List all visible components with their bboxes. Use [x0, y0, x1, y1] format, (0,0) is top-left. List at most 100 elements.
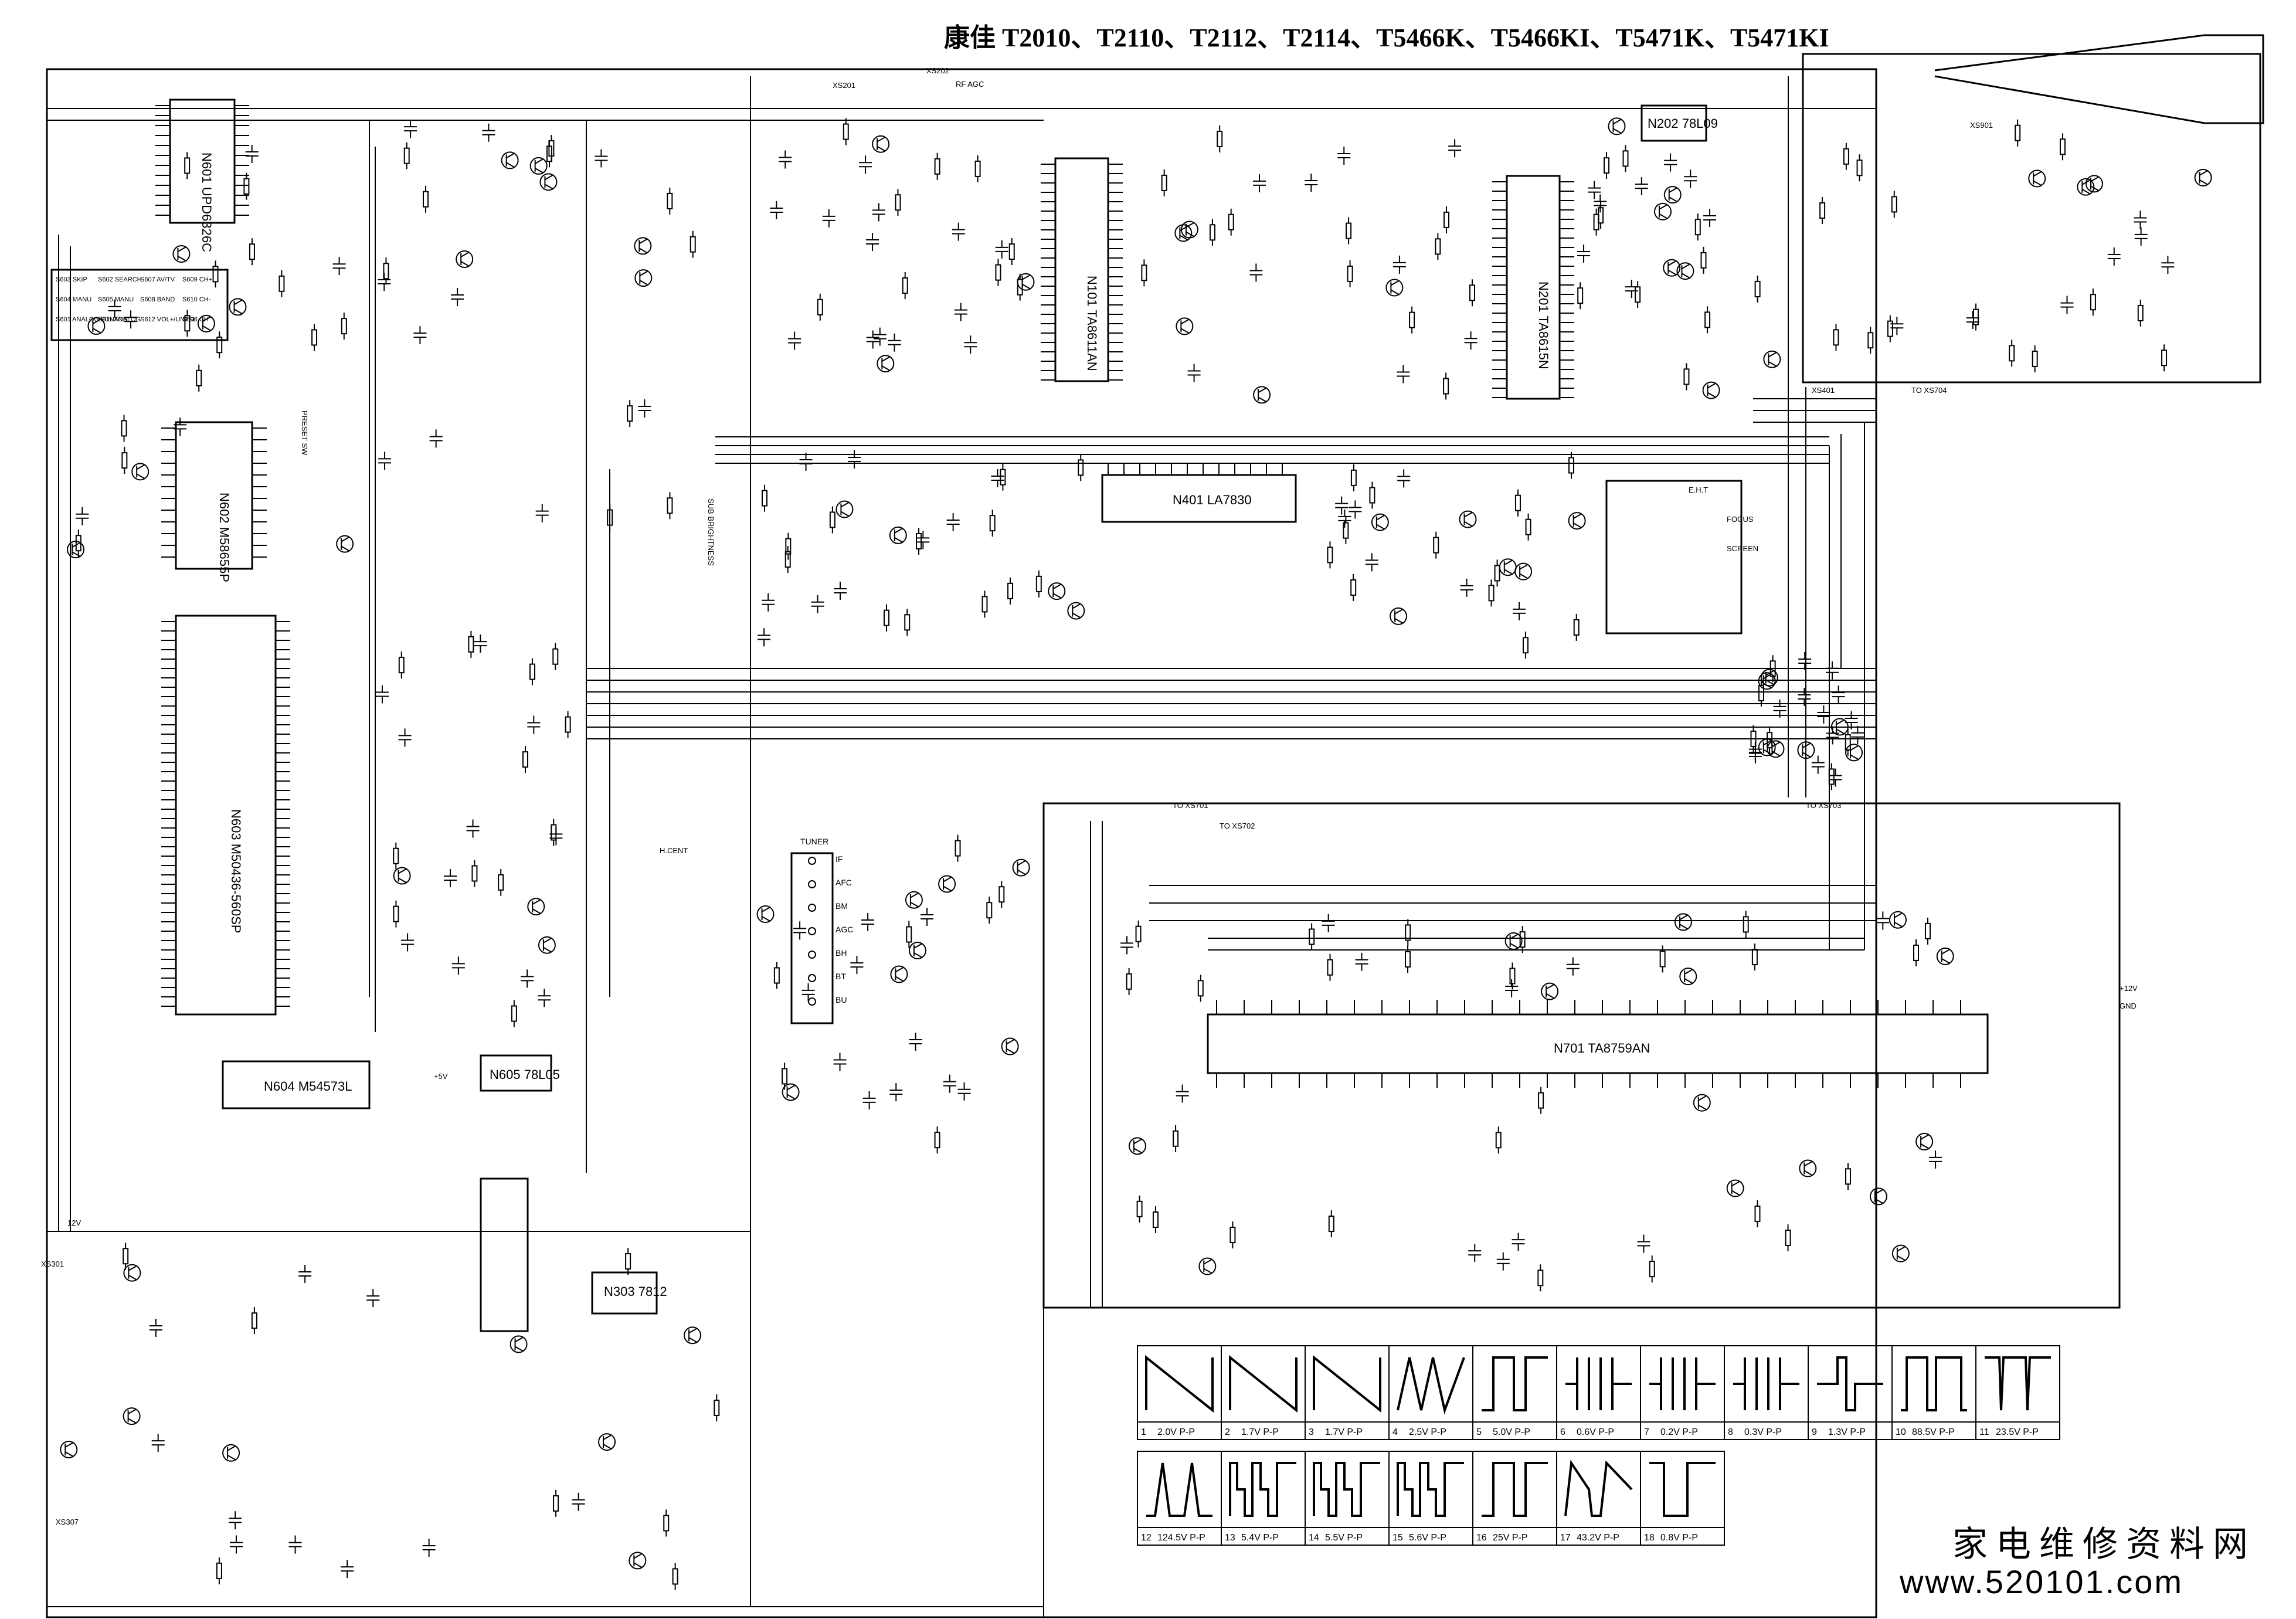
- waveform-trace-3: [1313, 1355, 1381, 1413]
- keypad-switch-1-0: S602 SEARCH: [98, 276, 142, 283]
- ic-n101: [1054, 157, 1109, 382]
- waveform-number-2: 2: [1225, 1427, 1230, 1437]
- waveform-label-3: 1.7V P-P: [1325, 1427, 1363, 1437]
- ic-label-n101: N101 TA8611AN: [1085, 276, 1099, 371]
- connector-xs202: XS202: [926, 66, 949, 75]
- waveform-number-16: 16: [1476, 1533, 1487, 1543]
- connector-xs701: TO XS701: [1173, 801, 1208, 810]
- keypad-switch-0-2: S601 ANALOG FUNTON: [56, 316, 128, 323]
- ic-label-n201: N201 TA8615N: [1536, 281, 1551, 369]
- waveform-trace-2: [1229, 1355, 1298, 1413]
- tuner-pin-bu: BU: [835, 995, 847, 1004]
- ic-n701: [1207, 1013, 1989, 1074]
- connector-xs703: TO XS703: [1806, 801, 1841, 810]
- waveform-number-5: 5: [1476, 1427, 1482, 1437]
- waveform-number-8: 8: [1728, 1427, 1733, 1437]
- waveform-number-17: 17: [1560, 1533, 1571, 1543]
- waveform-label-7: 0.2V P-P: [1660, 1427, 1698, 1437]
- waveform-label-16: 25V P-P: [1493, 1533, 1528, 1543]
- waveform-trace-10: [1901, 1356, 1967, 1411]
- keypad-switch-3-1: S610 CH-: [182, 296, 211, 303]
- waveform-trace-8: [1733, 1357, 1799, 1410]
- waveform-label-15: 5.6V P-P: [1409, 1533, 1446, 1543]
- smps-transformer: [480, 1177, 529, 1332]
- waveform-trace-9: [1817, 1356, 1883, 1411]
- signal-bus: [47, 76, 1876, 1617]
- waveform-number-12: 12: [1141, 1533, 1152, 1543]
- crt-board-frame: [1802, 53, 2261, 383]
- connector-xs401: XS401: [1812, 386, 1835, 395]
- waveform-trace-16: [1482, 1462, 1548, 1517]
- waveform-trace-17: [1564, 1460, 1633, 1517]
- ic-label-n601: N601 UPD6326C: [199, 152, 214, 252]
- site-name: 家电维修资料网: [1952, 1524, 2256, 1565]
- waveform-8: 8 0.3V P-P: [1724, 1345, 1809, 1440]
- waveform-17: 17 43.2V P-P: [1556, 1451, 1641, 1546]
- connector-xs201: XS201: [833, 81, 855, 90]
- tuner-pin-afc: AFC: [835, 878, 852, 887]
- ic-n602: [175, 421, 253, 570]
- waveform-trace-14: [1313, 1462, 1380, 1517]
- waveform-label-2: 1.7V P-P: [1241, 1427, 1279, 1437]
- ic-n202: [1641, 104, 1707, 142]
- waveform-7: 7 0.2V P-P: [1640, 1345, 1725, 1440]
- connector-xs307: XS307: [56, 1518, 79, 1526]
- label-preset-sw: PRESET SW: [300, 410, 309, 456]
- crt-neck: [1934, 34, 2264, 124]
- waveform-label-4: 2.5V P-P: [1409, 1427, 1446, 1437]
- waveform-number-1: 1: [1141, 1427, 1146, 1437]
- connector-xs901: XS901: [1970, 121, 1993, 130]
- ic-n603: [175, 615, 277, 1016]
- waveform-5: 5 5.0V P-P: [1472, 1345, 1557, 1440]
- waveform-trace-1: [1145, 1355, 1214, 1413]
- label-v5: +5V: [434, 1072, 448, 1081]
- main-board-frame: [46, 68, 1877, 1618]
- waveform-18: 18 0.8V P-P: [1640, 1451, 1725, 1546]
- waveform-label-5: 5.0V P-P: [1493, 1427, 1530, 1437]
- waveform-number-11: 11: [1979, 1427, 1989, 1437]
- waveform-label-10: 88.5V P-P: [1912, 1427, 1955, 1437]
- waveform-trace-7: [1649, 1357, 1716, 1410]
- waveform-number-13: 13: [1225, 1533, 1235, 1543]
- waveform-number-18: 18: [1644, 1533, 1655, 1543]
- ic-label-n202: N202 78L09: [1648, 116, 1718, 131]
- waveform-label-9: 1.3V P-P: [1828, 1427, 1866, 1437]
- waveform-number-6: 6: [1560, 1427, 1565, 1437]
- connector-xs301: XS301: [41, 1260, 64, 1268]
- waveform-trace-12: [1146, 1462, 1212, 1517]
- keypad-switch-2-0: S607 AV/TV: [140, 276, 175, 283]
- ic-n401: [1101, 474, 1297, 523]
- ic-label-n303: N303 7812: [604, 1284, 667, 1299]
- site-url: www.520101.com: [1900, 1563, 2184, 1600]
- keypad-box: [50, 269, 229, 341]
- waveform-12: 12 124.5V P-P: [1137, 1451, 1222, 1546]
- waveform-trace-6: [1565, 1357, 1632, 1410]
- waveform-number-9: 9: [1812, 1427, 1817, 1437]
- label-eht: E.H.T: [1689, 486, 1708, 494]
- waveform-label-12: 124.5V P-P: [1157, 1533, 1205, 1543]
- ic-label-n603: N603 M50436-560SP: [229, 809, 243, 934]
- waveform-trace-11: [1985, 1356, 2051, 1411]
- waveform-label-17: 43.2V P-P: [1577, 1533, 1619, 1543]
- tuner-title: TUNER: [800, 837, 828, 846]
- waveform-label-18: 0.8V P-P: [1660, 1533, 1698, 1543]
- page-title: 康佳 T2010、T2110、T2112、T2114、T5466K、T5466K…: [944, 23, 1829, 52]
- label-h-cent: H.CENT: [660, 846, 688, 855]
- label-screen: SCREEN: [1727, 544, 1758, 553]
- ic-n605: [480, 1054, 552, 1092]
- keypad-switch-3-2: S606 CH: [182, 316, 209, 323]
- waveform-label-8: 0.3V P-P: [1744, 1427, 1782, 1437]
- keypad-switch-2-1: S608 BAND: [140, 296, 175, 303]
- ic-n601: [169, 99, 236, 224]
- waveform-number-7: 7: [1644, 1427, 1649, 1437]
- tuner-box: [790, 852, 834, 1024]
- ic-n303: [591, 1271, 658, 1315]
- label-rf-agc: RF AGC: [956, 80, 984, 89]
